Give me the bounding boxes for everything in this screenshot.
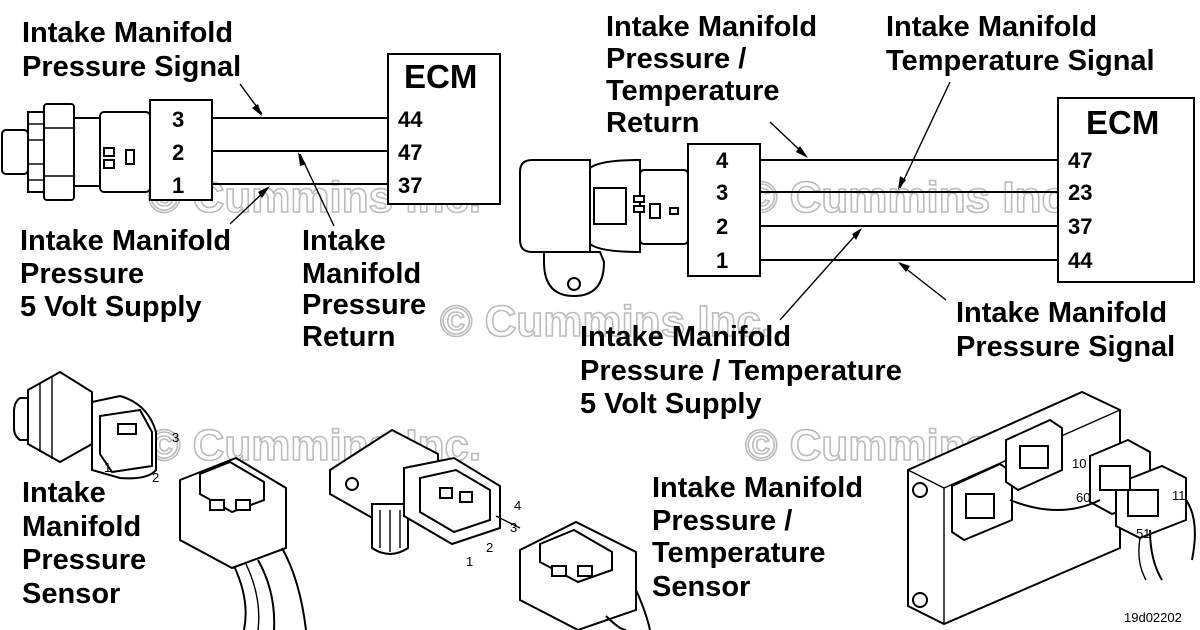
ps-pin-1: 1 (104, 460, 111, 475)
left-label-supply-line2: Pressure (20, 258, 144, 290)
right-schematic: 4 3 2 1 ECM 47 23 37 44 Intake Manifold … (519, 11, 1195, 420)
right-conn-pin-1: 1 (716, 248, 728, 273)
left-label-signal-line2: Pressure Signal (22, 51, 241, 83)
right-conn-pin-4: 4 (716, 148, 729, 173)
right-arrow-supply (779, 229, 861, 321)
right-label-return-line3: Temperature (606, 75, 780, 107)
ps-label-line1: Intake (22, 477, 106, 509)
ps-label-line4: Sensor (22, 578, 120, 610)
left-label-return-line1: Intake (302, 225, 386, 257)
right-label-psig-line2: Pressure Signal (956, 331, 1175, 363)
ps-pin-3: 3 (172, 430, 179, 445)
left-label-return-line4: Return (302, 321, 395, 353)
right-label-return-line2: Pressure / (606, 43, 746, 75)
ecm-conn-pin-11: 11 (1172, 488, 1186, 503)
watermark-top-right: © Cummins Inc. (745, 173, 1078, 222)
right-arrow-psig (899, 263, 947, 301)
left-arrowhead-return (298, 152, 306, 166)
right-ecm-pin-23: 23 (1068, 180, 1092, 205)
left-label-supply-line1: Intake Manifold (20, 225, 231, 257)
left-arrowhead-supply (258, 186, 270, 198)
pressure-sensor-label: Intake Manifold Pressure Sensor (22, 477, 146, 610)
ps-label-line3: Pressure (22, 544, 146, 576)
pt-label-line2: Pressure / (652, 505, 792, 537)
right-arrowhead-psig (898, 262, 910, 272)
right-ecm-label: ECM (1086, 104, 1159, 141)
watermark-bottom-left: © Cummins Inc. (148, 421, 481, 470)
pressure-sensor-icon (1, 103, 151, 201)
pt-pin-2: 2 (486, 540, 493, 555)
left-ecm-pin-47: 47 (398, 140, 422, 165)
pt-label-line4: Sensor (652, 571, 750, 603)
pt-label-line3: Temperature (652, 537, 826, 569)
right-conn-pin-2: 2 (716, 214, 728, 239)
pt-pin-1: 1 (466, 554, 473, 569)
right-arrowhead-supply (852, 228, 862, 240)
pt-pin-4: 4 (514, 498, 521, 513)
pt-sensor-label: Intake Manifold Pressure / Temperature S… (652, 472, 863, 603)
right-label-return-line1: Intake Manifold (606, 11, 817, 43)
ps-label-line2: Manifold (22, 511, 141, 543)
ecm-conn-pin-51: 51 (1136, 526, 1150, 541)
left-ecm-pin-44: 44 (398, 107, 423, 132)
left-label-return-line3: Pressure (302, 289, 426, 321)
left-conn-pin-2: 2 (172, 140, 184, 165)
left-label-signal-line1: Intake Manifold (22, 17, 233, 49)
right-label-return-line4: Return (606, 107, 699, 139)
right-arrow-temp (899, 81, 951, 189)
left-ecm-pin-37: 37 (398, 173, 422, 198)
pt-label-line1: Intake Manifold (652, 472, 863, 504)
pt-sensor-icon (519, 158, 689, 298)
right-ecm-pin-47: 47 (1068, 148, 1092, 173)
right-ecm-pin-37: 37 (1068, 214, 1092, 239)
pt-sensor-illustration: 1 2 3 4 (329, 428, 521, 569)
left-conn-pin-1: 1 (172, 173, 184, 198)
left-ecm-box (387, 53, 501, 205)
watermark-center: © Cummins Inc. (440, 297, 773, 346)
right-arrowhead-return (796, 146, 808, 158)
right-conn-pin-3: 3 (716, 180, 728, 205)
left-label-supply-line3: 5 Volt Supply (20, 291, 202, 323)
pt-harness-connector (519, 520, 651, 630)
pt-pin-3: 3 (510, 520, 517, 535)
left-conn-pin-3: 3 (172, 107, 184, 132)
right-ecm-box (1057, 97, 1195, 283)
right-sensor-connector-box (687, 143, 761, 277)
right-arrowhead-temp (898, 176, 906, 190)
pressure-harness-connector (179, 456, 307, 630)
left-arrow-return (299, 153, 335, 227)
pressure-sensor-illustration: 1 2 3 (13, 370, 179, 485)
right-label-psig-line1: Intake Manifold (956, 297, 1167, 329)
left-arrowhead-signal (252, 104, 262, 116)
right-label-supply-line3: 5 Volt Supply (580, 388, 762, 420)
ecm-conn-pin-10: 10 (1072, 456, 1086, 471)
left-ecm-label: ECM (404, 58, 477, 95)
right-label-supply-line1: Intake Manifold (580, 321, 791, 353)
left-sensor-connector-box (149, 99, 213, 201)
right-ecm-pin-44: 44 (1068, 248, 1093, 273)
ecm-conn-pin-60: 60 (1076, 490, 1090, 505)
ps-pin-2: 2 (152, 470, 159, 485)
left-schematic: 3 2 1 ECM 44 47 37 Intake Manifold Press… (1, 17, 501, 353)
left-label-return-line2: Manifold (302, 258, 421, 290)
right-label-temp-line2: Temperature Signal (886, 45, 1155, 77)
right-label-supply-line2: Pressure / Temperature (580, 355, 902, 387)
figure-id: 19d02202 (1124, 610, 1182, 625)
right-label-temp-line1: Intake Manifold (886, 11, 1097, 43)
ecm-module-illustration: 10 60 11 51 (907, 390, 1196, 626)
